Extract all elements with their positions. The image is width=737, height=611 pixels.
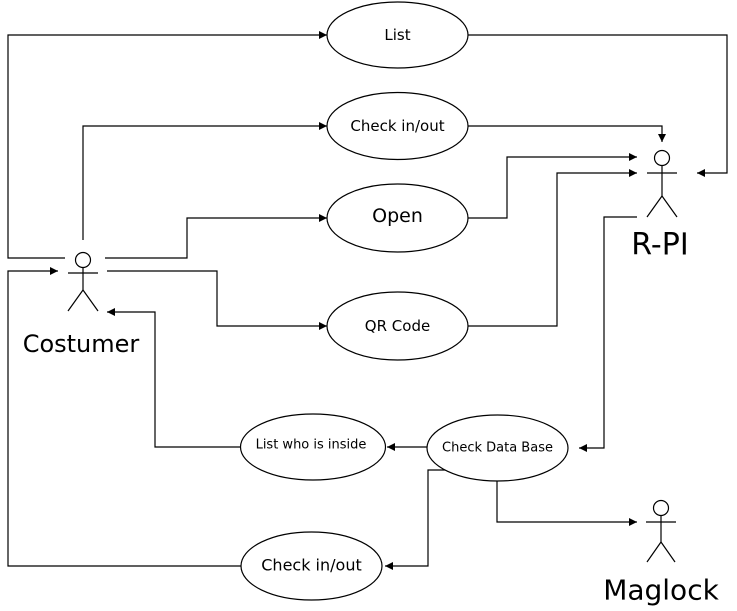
use-case-qr-code: QR Code bbox=[326, 291, 469, 361]
edge-list-to-rpi bbox=[468, 34, 728, 177]
edge-list-who-is-inside-to-costumer bbox=[107, 308, 241, 448]
use-case-check-data-base: Check Data Base bbox=[426, 414, 569, 482]
actor-rpi: R-PI bbox=[631, 149, 689, 263]
actor-maglock: Maglock bbox=[603, 499, 720, 607]
use-case-list-who-is-inside: List who is inside bbox=[239, 413, 387, 481]
actor-costumer-label: Costumer bbox=[23, 330, 140, 358]
use-case-list-who-is-inside-label: List who is inside bbox=[256, 438, 367, 453]
edge-check-in-out-top-to-rpi bbox=[468, 125, 666, 142]
use-case-list-label: List bbox=[384, 26, 410, 44]
edge-open-to-rpi bbox=[468, 153, 637, 219]
edge-costumer-to-list bbox=[7, 31, 327, 259]
edge-rpi-to-check-data-base bbox=[579, 216, 637, 452]
stick-figure-icon bbox=[646, 149, 678, 218]
actor-maglock-label: Maglock bbox=[603, 574, 719, 607]
use-case-qr-code-label: QR Code bbox=[365, 317, 430, 335]
edge-check-data-base-to-check-in-out-bottom bbox=[385, 469, 452, 570]
edge-check-data-base-to-maglock bbox=[496, 481, 637, 526]
connectors bbox=[7, 31, 728, 570]
use-case-check-in-out-top: Check in/out bbox=[326, 91, 469, 161]
use-case-open: Open bbox=[326, 183, 469, 253]
edge-costumer-to-qr-code bbox=[107, 270, 327, 330]
edge-costumer-to-open bbox=[105, 214, 327, 259]
edge-costumer-to-check-in-out-top bbox=[82, 122, 327, 240]
use-case-check-in-out-bottom: Check in/out bbox=[240, 531, 383, 601]
edge-qr-code-to-rpi bbox=[468, 169, 637, 327]
actor-rpi-label: R-PI bbox=[631, 228, 688, 263]
use-case-check-in-out-top-label: Check in/out bbox=[350, 117, 444, 135]
use-case-check-in-out-bottom-label: Check in/out bbox=[261, 556, 361, 575]
stick-figure-icon bbox=[646, 499, 676, 563]
use-case-open-label: Open bbox=[372, 205, 423, 227]
use-case-check-data-base-label: Check Data Base bbox=[442, 441, 553, 456]
edge-check-in-out-bottom-to-costumer bbox=[7, 267, 241, 567]
stick-figure-icon bbox=[67, 251, 99, 312]
actor-costumer: Costumer bbox=[23, 251, 140, 358]
use-case-list: List bbox=[326, 1, 469, 69]
